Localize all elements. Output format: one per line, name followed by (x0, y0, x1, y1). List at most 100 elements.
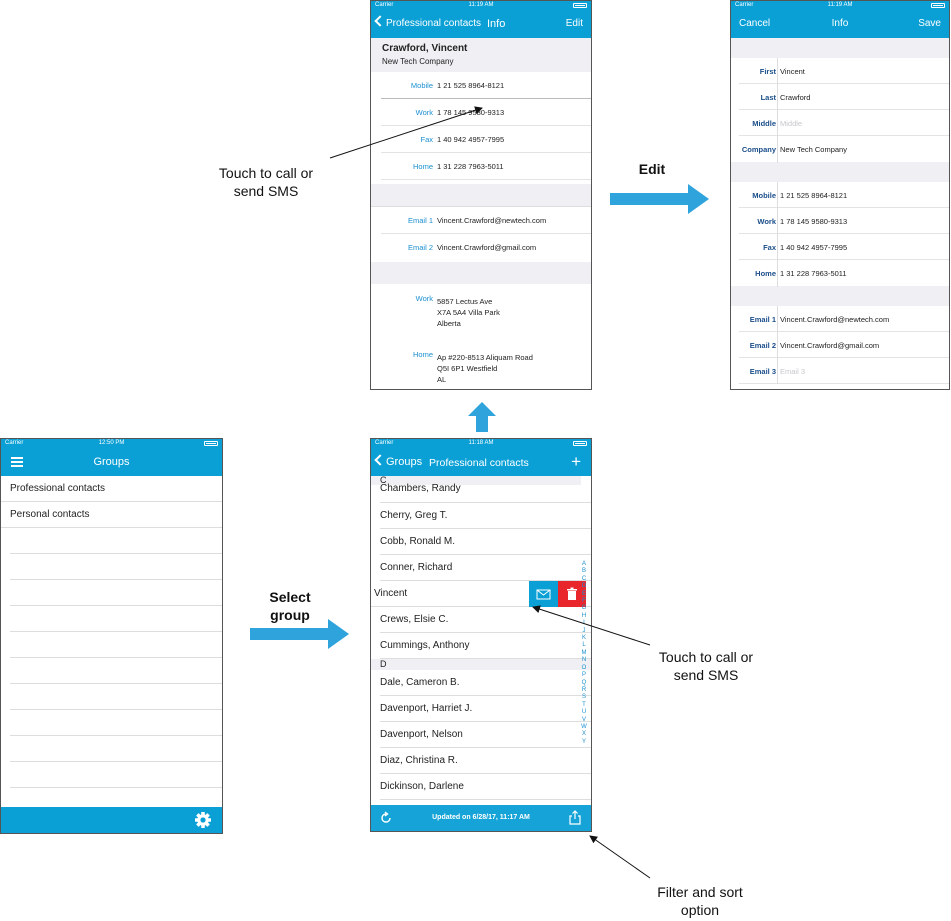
index-letter[interactable]: U (581, 709, 587, 716)
index-letter[interactable]: F (582, 598, 586, 605)
phone-value[interactable]: 1 21 525 8964-8121 (437, 81, 505, 90)
email-row[interactable]: Email 2 Vincent.Crawford@gmail.com (381, 234, 591, 260)
name-field-input[interactable]: Crawford (780, 93, 811, 102)
empty-row (10, 632, 222, 658)
index-letter[interactable]: Q (581, 679, 587, 686)
alphabet-index[interactable]: ABCDEFGHIJKLMNOPQRSTUVWXY (580, 561, 588, 746)
index-letter[interactable]: T (582, 701, 586, 708)
index-letter[interactable]: P (581, 672, 586, 679)
contact-row[interactable]: Davenport, Harriet J. (380, 696, 591, 722)
email-field-input[interactable]: Vincent.Crawford@gmail.com (780, 341, 880, 350)
group-item[interactable]: Professional contacts (1, 476, 222, 502)
field-divider (777, 208, 778, 234)
index-letter[interactable]: R (581, 686, 587, 693)
contact-row[interactable]: Crews, Elsie C. (380, 607, 591, 633)
email-field-input[interactable]: Vincent.Crawford@newtech.com (780, 315, 890, 324)
back-button[interactable]: Groups (374, 454, 423, 468)
phone-field-input[interactable]: 1 31 228 7963-5011 (780, 269, 847, 278)
phone-field-input[interactable]: 1 40 942 4957-7995 (780, 243, 848, 252)
delete-button[interactable] (558, 581, 586, 607)
phone-field-input[interactable]: 1 21 525 8964-8121 (780, 191, 848, 200)
index-letter[interactable]: V (581, 716, 586, 723)
contact-row[interactable]: Cobb, Ronald M. (380, 529, 591, 555)
index-letter[interactable]: G (581, 605, 587, 612)
email-field-label: Email 2 (749, 341, 776, 350)
back-button[interactable]: Professional contacts (374, 15, 481, 29)
field-divider (777, 136, 778, 163)
contact-row[interactable]: Cummings, Anthony (380, 633, 591, 659)
contact-row[interactable]: Davenport, Nelson (380, 722, 591, 748)
phone-value[interactable]: 1 31 228 7963-5011 (437, 162, 504, 171)
contact-row[interactable]: Dickinson, Darlene (380, 774, 591, 800)
index-letter[interactable]: N (581, 657, 587, 664)
name-field-input[interactable]: New Tech Company (780, 145, 847, 154)
index-letter[interactable]: O (581, 664, 587, 671)
index-letter[interactable]: J (582, 627, 586, 634)
contact-row[interactable]: Chambers, Randy (380, 484, 591, 503)
empty-row (10, 762, 222, 788)
email-value[interactable]: Vincent.Crawford@newtech.com (437, 216, 547, 225)
index-letter[interactable]: C (581, 575, 587, 582)
status-time: 12:50 PM (98, 440, 125, 446)
index-letter[interactable]: B (581, 568, 586, 575)
group-item[interactable]: Personal contacts (1, 502, 222, 528)
email-label: Email 2 (407, 243, 433, 252)
sms-button[interactable] (529, 581, 558, 607)
index-letter[interactable]: K (581, 635, 586, 642)
settings-gear-icon[interactable] (194, 811, 212, 829)
index-letter[interactable]: X (581, 731, 586, 738)
index-letter[interactable]: S (581, 694, 586, 701)
index-letter[interactable]: M (581, 649, 587, 656)
index-letter[interactable]: W (581, 723, 587, 730)
swiped-contact-row[interactable]: Vincent (371, 581, 591, 607)
cancel-button[interactable]: Cancel (739, 18, 771, 29)
empty-row (10, 528, 222, 554)
footer-status: Updated on 6/28/17, 11:17 AM (432, 814, 530, 821)
groups-navbar: Groups (1, 449, 222, 476)
index-letter[interactable]: D (581, 583, 587, 590)
menu-icon[interactable] (11, 457, 23, 467)
carrier-label: Carrier (735, 2, 754, 8)
add-contact-button[interactable]: + (571, 452, 581, 471)
field-divider (777, 306, 778, 332)
back-label: Groups (386, 456, 423, 468)
index-letter[interactable]: A (581, 561, 586, 567)
share-icon[interactable] (569, 810, 581, 825)
contact-row[interactable]: Cherry, Greg T. (380, 503, 591, 529)
name-field-label: Company (741, 145, 776, 154)
phone-value[interactable]: 1 78 145 9580-9313 (437, 108, 505, 117)
save-button[interactable]: Save (918, 18, 941, 29)
name-field-label: Last (760, 93, 776, 102)
index-letter[interactable]: Y (581, 738, 586, 745)
contact-row[interactable]: Dale, Cameron B. (380, 670, 591, 696)
contact-row[interactable]: Conner, Richard (380, 555, 591, 581)
email-value[interactable]: Vincent.Crawford@gmail.com (437, 243, 537, 252)
phone-value[interactable]: 1 40 942 4957-7995 (437, 135, 505, 144)
name-field-input[interactable]: Vincent (780, 67, 805, 76)
edit-button[interactable]: Edit (565, 18, 583, 29)
empty-row (10, 606, 222, 632)
annotation-line: group (270, 607, 310, 623)
index-letter[interactable]: H (581, 612, 587, 619)
status-bar: Carrier 12:50 PM (1, 439, 222, 449)
email-field-input[interactable]: Email 3 (780, 367, 806, 376)
name-field-row: Company New Tech Company (739, 136, 949, 163)
phone-field-input[interactable]: 1 78 145 9580-9313 (780, 217, 848, 226)
refresh-icon[interactable] (379, 811, 393, 825)
contact-row[interactable]: Diaz, Christina R. (380, 748, 591, 774)
contacts-toolbar: Updated on 6/28/17, 11:17 AM (371, 805, 591, 831)
name-field-input[interactable]: Middle (780, 119, 803, 128)
index-letter[interactable]: E (581, 590, 586, 597)
index-letter[interactable]: L (582, 642, 586, 649)
